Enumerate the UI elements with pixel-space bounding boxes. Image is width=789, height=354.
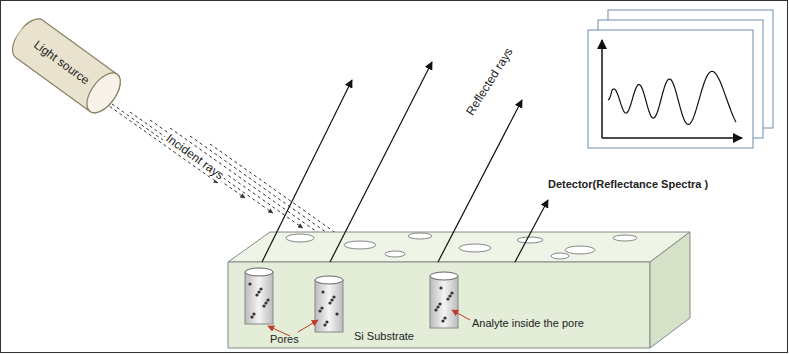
callout-label: Analyte inside the pore (472, 317, 584, 329)
substrate-label: Si Substrate (354, 330, 414, 342)
light-source: Light source (5, 12, 131, 123)
ray-label: Reflected rays (462, 44, 517, 120)
detector-windows (588, 10, 773, 148)
substrate-block (228, 232, 690, 348)
incident-rays (95, 96, 392, 273)
reflected-rays (262, 62, 548, 262)
detector-label: Detector(Reflectance Spectra ) (548, 178, 708, 190)
pore-cylinders (245, 268, 458, 332)
callout-label: Pores (270, 333, 299, 345)
ray-label: Incident rays (162, 130, 229, 184)
